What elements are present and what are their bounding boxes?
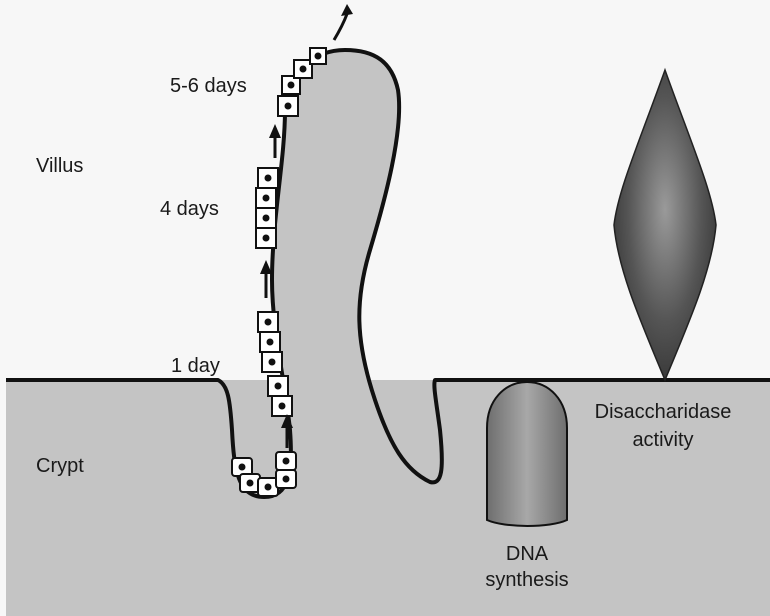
dna-synthesis-label-line2: synthesis bbox=[485, 569, 568, 591]
dna-synthesis-shape bbox=[487, 382, 567, 526]
crypt-label: Crypt bbox=[36, 455, 84, 477]
villus-label: Villus bbox=[36, 155, 83, 177]
day-4-label: 4 days bbox=[160, 198, 219, 220]
dna-synthesis-label-line1: DNA bbox=[506, 543, 549, 565]
day-5-6-label: 5-6 days bbox=[170, 75, 247, 97]
day-1-label: 1 day bbox=[171, 355, 220, 377]
disaccharidase-label-line2: activity bbox=[632, 429, 693, 451]
cells-4-days bbox=[256, 168, 278, 248]
disaccharidase-label-line1: Disaccharidase bbox=[595, 401, 732, 423]
disaccharidase-activity-shape bbox=[614, 70, 716, 380]
